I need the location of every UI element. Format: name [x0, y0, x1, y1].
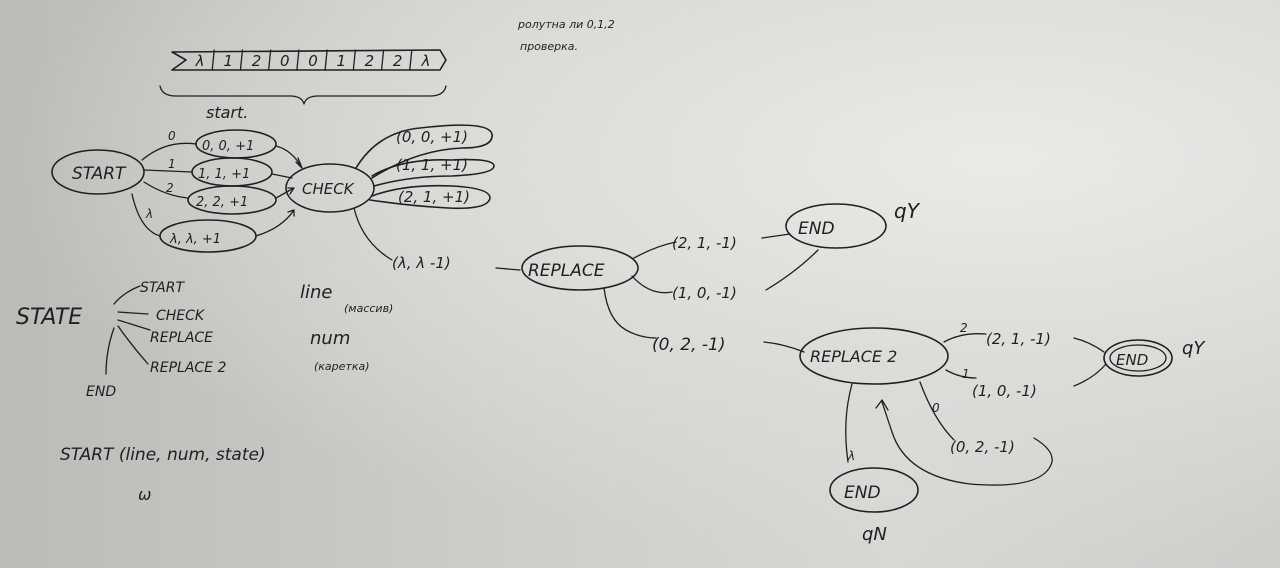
replace2-sym-0: 0: [932, 401, 940, 415]
note-line-1: ролутна ли 0,1,2: [517, 18, 615, 31]
start-tr-0: 0, 0, +1: [202, 139, 254, 154]
tape-cell: 0: [308, 52, 318, 70]
state-start-label: START: [72, 164, 127, 184]
state-replace: [521, 245, 639, 291]
replace2-edges: [845, 333, 1107, 486]
var-num: num: [310, 328, 350, 349]
start-tr-lambda: λ, λ, +1: [169, 232, 221, 247]
state-end-bottom: [829, 467, 919, 513]
tape-divider: [352, 49, 356, 71]
state-replace2: [799, 327, 949, 385]
replace2-sym-1: 1: [962, 367, 970, 381]
start-tr-1: 1, 1, +1: [198, 167, 250, 182]
check-tr-0: (0, 0, +1): [396, 128, 468, 146]
state-list-item-3: REPLACE 2: [150, 360, 226, 376]
var-line-note: (массив): [344, 302, 393, 315]
final-qy-top: qY: [894, 199, 921, 223]
tape-cell: λ: [420, 52, 430, 70]
tape-cell: 0: [280, 52, 290, 70]
start-tr-2: 2, 2, +1: [196, 195, 248, 210]
start-sym-2: 2: [166, 181, 174, 195]
final-qn: qN: [862, 524, 887, 545]
state-list-item-2: REPLACE: [150, 330, 213, 346]
call-signature: START (line, num, state): [60, 445, 266, 465]
tape-divider: [296, 49, 300, 71]
replace2-tr-1: (1, 0, -1): [972, 382, 1037, 400]
state-end-right-label: END: [1116, 351, 1148, 369]
replace2-sym-lambda: λ: [847, 449, 855, 463]
state-end-right: [1103, 339, 1173, 377]
replace-tr-0: (0, 2, -1): [652, 335, 725, 355]
replace2-tr-0: (0, 2, -1): [950, 438, 1015, 456]
call-mark: ω: [138, 485, 151, 504]
tape-cell: 1: [224, 52, 234, 70]
tape-divider: [239, 49, 244, 71]
state-end-top-label: END: [798, 219, 835, 239]
check-tr-1: (1, 1, +1): [396, 156, 468, 174]
tape-cell: 1: [336, 52, 346, 70]
final-qy-right: qY: [1182, 338, 1206, 359]
note-line-2: проверка.: [520, 40, 578, 53]
start-sym-1: 1: [168, 157, 176, 171]
start-sym-0: 0: [168, 129, 176, 143]
state-list-item-4: END: [86, 384, 116, 400]
check-loops: [353, 124, 521, 271]
state-replace2-label: REPLACE 2: [810, 347, 897, 366]
tape-cell: 2: [252, 52, 262, 70]
state-list-title: STATE: [16, 305, 82, 330]
start-sym-lambda: λ: [145, 207, 153, 221]
state-check-label: CHECK: [302, 180, 355, 198]
replace2-sym-2: 2: [960, 321, 968, 335]
state-list-branches: [105, 285, 151, 375]
tape-divider: [268, 49, 272, 71]
start-branches: [131, 129, 303, 253]
state-list-item-1: CHECK: [156, 308, 206, 324]
tape-divider: [409, 49, 413, 71]
tape-divider: [211, 49, 215, 71]
state-end-top: [785, 203, 887, 249]
tape-cell: 2: [365, 52, 375, 70]
state-replace-label: REPLACE: [528, 261, 605, 281]
state-end-bottom-label: END: [844, 483, 881, 503]
check-tr-lambda: (λ, λ -1): [392, 254, 451, 272]
state-check: [285, 163, 375, 213]
tape-divider: [380, 49, 385, 71]
replace-tr-1: (1, 0, -1): [672, 284, 737, 302]
tape-cell: 2: [393, 52, 403, 70]
state-list-item-0: START: [140, 280, 185, 296]
check-tr-2: (2, 1, +1): [398, 188, 470, 206]
state-start: [51, 149, 145, 195]
var-num-note: (каретка): [314, 360, 370, 373]
replace2-tr-2: (2, 1, -1): [986, 330, 1051, 348]
tape-cell: λ: [195, 52, 205, 70]
start-label: start.: [206, 103, 248, 122]
replace-tr-2: (2, 1, -1): [672, 234, 737, 252]
var-line: line: [300, 282, 332, 303]
replace-edges: [603, 233, 819, 353]
tape-divider: [324, 49, 328, 71]
